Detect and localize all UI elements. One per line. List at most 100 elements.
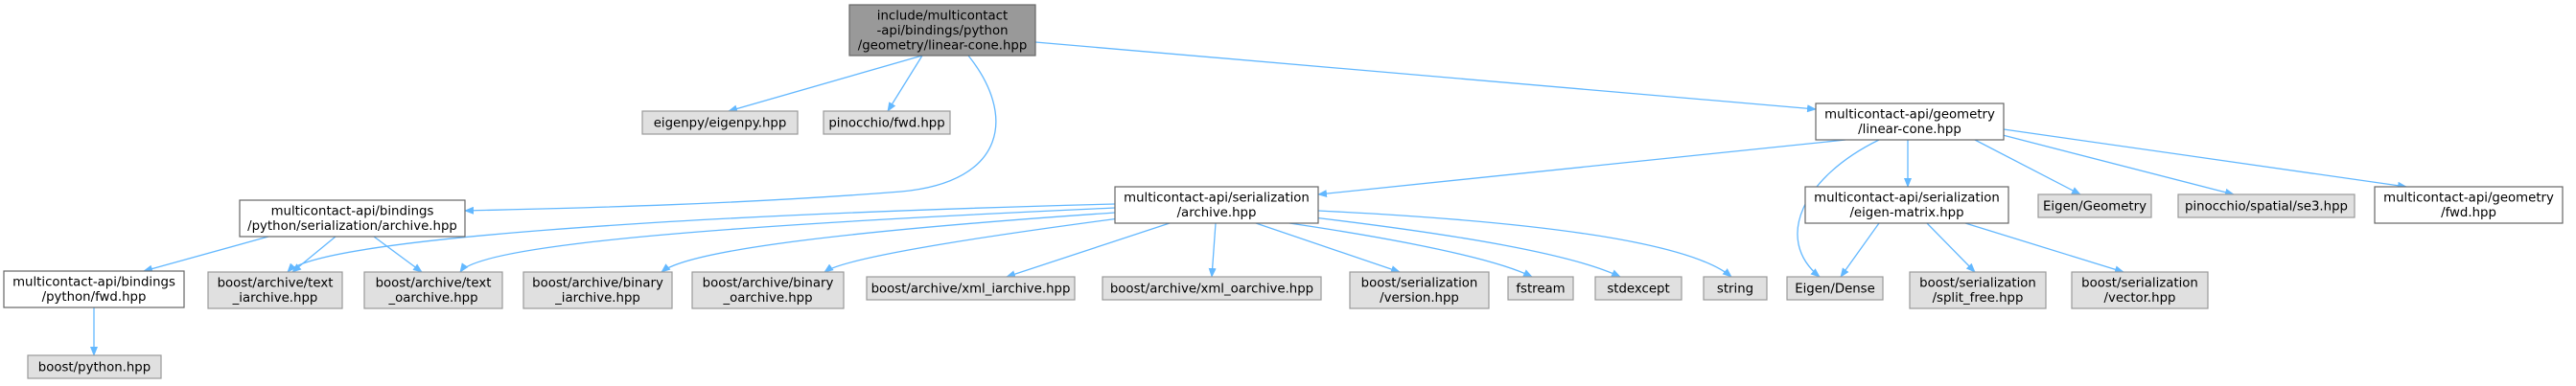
- node-xml-iarchive: boost/archive/xml_iarchive.hpp: [866, 276, 1076, 301]
- edge-eigen_matrix-to-eigen_dense: [1840, 222, 1880, 278]
- node-label-line: _oarchive.hpp: [387, 291, 477, 306]
- node-label-line: /archive.hpp: [1177, 206, 1257, 220]
- node-split-free: boost/serialization/split_free.hpp: [1909, 271, 2047, 309]
- node-box: [866, 276, 1076, 301]
- node-eigenpy: eigenpy/eigenpy.hpp: [641, 110, 799, 135]
- node-box: [1804, 186, 2009, 224]
- node-label-line: boost/python.hpp: [38, 360, 151, 375]
- node-ser-archive[interactable]: multicontact-api/serialization/archive.h…: [1114, 186, 1319, 224]
- node-boost-python: boost/python.hpp: [27, 354, 162, 379]
- node-box: [2071, 271, 2209, 309]
- edge-ser_archive-to-xml_iarchive: [1006, 222, 1171, 278]
- node-label-line: boost/archive/binary: [532, 277, 663, 291]
- node-string: string: [1703, 276, 1768, 301]
- node-label-line: /split_free.hpp: [1933, 291, 2024, 306]
- node-label-line: /geometry/linear-cone.hpp: [858, 38, 1028, 53]
- node-label-line: stdexcept: [1607, 282, 1669, 296]
- edge-geom_linear_cone-to-pin_se3: [1998, 133, 2235, 196]
- node-geom-fwd[interactable]: multicontact-api/geometry/fwd.hpp: [2374, 186, 2564, 224]
- node-fstream: fstream: [1507, 276, 1574, 301]
- node-box: [1786, 276, 1884, 301]
- edge-ser_archive-to-text_oarchive: [459, 207, 1116, 273]
- node-label-line: boost/archive/xml_oarchive.hpp: [1110, 282, 1313, 296]
- edge-ser_archive-to-string: [1317, 210, 1732, 278]
- node-ser-vector: boost/serialization/vector.hpp: [2071, 271, 2209, 309]
- node-label-line: boost/archive/binary: [703, 277, 834, 291]
- edge-geom_linear_cone-to-eigen_geometry: [1974, 139, 2081, 195]
- node-label-line: /fwd.hpp: [2441, 206, 2496, 220]
- node-eigen-dense: Eigen/Dense: [1786, 276, 1884, 301]
- node-label-line: /python/fwd.hpp: [42, 290, 147, 305]
- edge-root-to-geom_linear_cone: [1034, 41, 1817, 113]
- nodes-layer: include/multicontact-api/bindings/python…: [3, 4, 2564, 379]
- node-stdexcept: stdexcept: [1594, 276, 1683, 301]
- node-box: [1507, 276, 1574, 301]
- node-label-line: /version.hpp: [1380, 291, 1459, 306]
- edge-eigen_matrix-to-split_free: [1926, 222, 1976, 273]
- node-box: [207, 271, 343, 309]
- node-box: [27, 354, 162, 379]
- node-label-line: /vector.hpp: [2104, 291, 2176, 306]
- node-box: [1594, 276, 1683, 301]
- node-root: include/multicontact-api/bindings/python…: [848, 4, 1036, 57]
- edge-ser_archive-to-stdexcept: [1312, 216, 1621, 278]
- node-box: [3, 270, 185, 308]
- node-box: [2177, 193, 2356, 218]
- edge-bind_archive-to-text_iarchive: [291, 236, 337, 273]
- node-text-oarchive: boost/archive/text_oarchive.hpp: [363, 271, 503, 309]
- node-label-line: boost/archive/text: [218, 277, 334, 291]
- node-label-line: multicontact-api/geometry: [1824, 108, 1995, 123]
- node-box: [1703, 276, 1768, 301]
- node-label-line: multicontact-api/serialization: [1814, 192, 2000, 206]
- node-box: [2374, 186, 2564, 224]
- node-label-line: boost/serialization: [2081, 277, 2198, 291]
- node-label-line: boost/archive/text: [376, 277, 492, 291]
- node-box: [1815, 102, 2005, 141]
- edge-ser_archive-to-fstream: [1288, 222, 1533, 278]
- node-text-iarchive: boost/archive/text_iarchive.hpp: [207, 271, 343, 309]
- node-label-line: fstream: [1516, 282, 1565, 296]
- node-xml-oarchive: boost/archive/xml_oarchive.hpp: [1102, 276, 1322, 301]
- node-ser-version: boost/serialization/version.hpp: [1349, 271, 1490, 309]
- node-label-line: multicontact-api/bindings: [271, 205, 434, 219]
- node-box: [2037, 193, 2152, 218]
- node-label-line: boost/serialization: [1361, 277, 1478, 291]
- edge-ser_archive-to-ser_version: [1255, 222, 1401, 273]
- edge-geom_linear_cone-to-geom_fwd: [2003, 128, 2407, 190]
- node-box: [363, 271, 503, 309]
- node-label-line: pinocchio/fwd.hpp: [828, 116, 944, 130]
- node-box: [239, 199, 466, 238]
- node-label-line: _oarchive.hpp: [722, 291, 812, 306]
- edge-ser_archive-to-binary_iarchive: [661, 212, 1116, 273]
- node-label-line: /eigen-matrix.hpp: [1849, 206, 1963, 220]
- node-label-line: multicontact-api/serialization: [1124, 192, 1310, 206]
- node-geom-linear-cone[interactable]: multicontact-api/geometry/linear-cone.hp…: [1815, 102, 2005, 141]
- node-bind-fwd[interactable]: multicontact-api/bindings/python/fwd.hpp: [3, 270, 185, 308]
- edge-bind_archive-to-text_oarchive: [373, 236, 423, 273]
- node-box: [641, 110, 799, 135]
- node-label-line: string: [1717, 282, 1753, 296]
- node-pin-se3: pinocchio/spatial/se3.hpp: [2177, 193, 2356, 218]
- edges-layer: [90, 41, 2407, 356]
- edge-ser_archive-to-xml_oarchive: [1208, 222, 1217, 278]
- node-binary-oarchive: boost/archive/binary_oarchive.hpp: [691, 271, 845, 309]
- node-box: [1102, 276, 1322, 301]
- node-label-line: multicontact-api/geometry: [2383, 192, 2554, 206]
- node-box: [1114, 186, 1319, 224]
- node-box: [823, 110, 951, 135]
- node-binary-iarchive: boost/archive/binary_iarchive.hpp: [522, 271, 673, 309]
- node-label-line: /python/serialization/archive.hpp: [247, 219, 457, 234]
- node-eigen-matrix[interactable]: multicontact-api/serialization/eigen-mat…: [1804, 186, 2009, 224]
- edge-ser_archive-to-binary_oarchive: [824, 216, 1127, 273]
- node-label-line: boost/archive/xml_iarchive.hpp: [871, 282, 1071, 296]
- edge-geom_linear_cone-to-eigen_dense: [1797, 139, 1880, 278]
- node-box: [691, 271, 845, 309]
- node-box: [522, 271, 673, 309]
- edge-root-to-pinocchio_fwd: [887, 55, 923, 112]
- edge-eigen_matrix-to-ser_vector: [1964, 222, 2124, 274]
- node-label-line: _iarchive.hpp: [554, 291, 640, 306]
- node-bind-archive[interactable]: multicontact-api/bindings/python/seriali…: [239, 199, 466, 238]
- node-label-line: /linear-cone.hpp: [1858, 123, 1961, 137]
- node-label-line: eigenpy/eigenpy.hpp: [654, 116, 787, 130]
